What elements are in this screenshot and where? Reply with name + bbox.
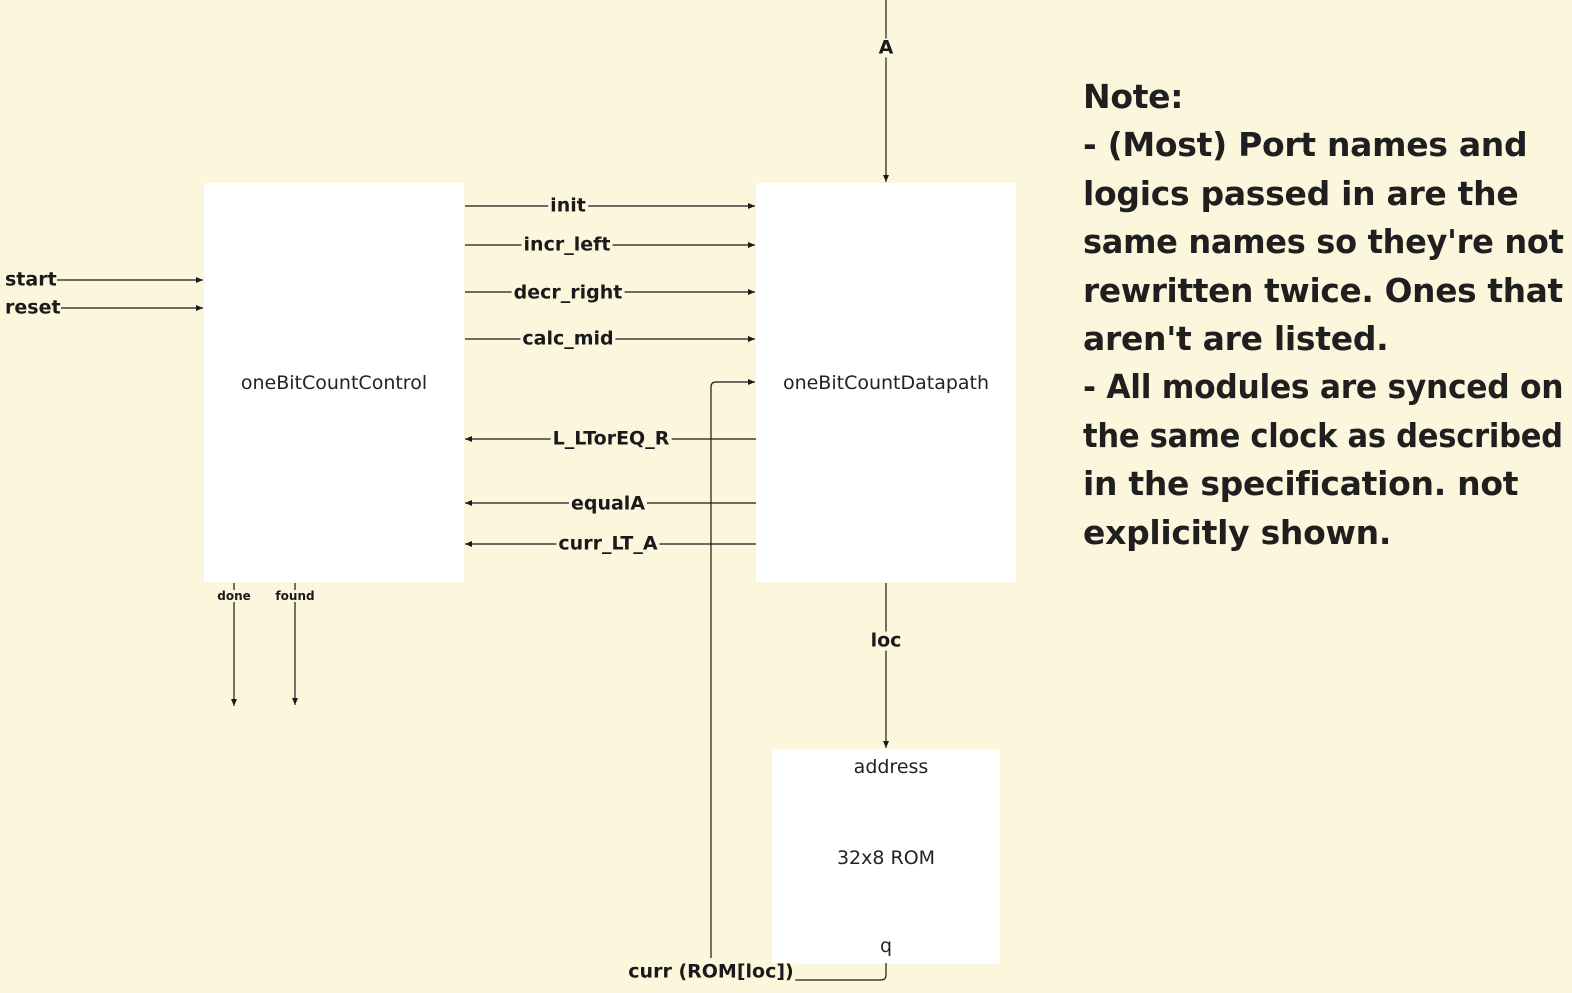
- datapath-title: oneBitCountDatapath: [782, 372, 990, 394]
- signal-start-label: start: [5, 268, 57, 291]
- signal-loc-label: loc: [868, 629, 904, 652]
- note-line: Note:: [1083, 77, 1184, 116]
- signal-decr-right-label: decr_right: [511, 281, 625, 304]
- rom-address-port: address: [853, 756, 929, 778]
- signal-found-label: found: [273, 589, 317, 603]
- note-line: aren't are listed.: [1083, 319, 1389, 359]
- datapath-block[interactable]: [756, 183, 1016, 582]
- note-line: - All modules are synced on: [1083, 367, 1564, 407]
- note-line: rewritten twice. Ones that: [1083, 270, 1563, 310]
- signal-reset-label: reset: [5, 296, 61, 319]
- signal-equala-label: equalA: [568, 492, 648, 515]
- signal-curr-label: curr (ROM[loc]): [626, 960, 796, 983]
- note-line: logics passed in are the: [1083, 173, 1519, 213]
- rom-title: 32x8 ROM: [836, 847, 936, 869]
- signal-calc-mid-label: calc_mid: [520, 327, 616, 350]
- wire-curr: [788, 963, 887, 981]
- note-line: explicitly shown.: [1083, 512, 1392, 552]
- wire-curr-feedback: [710, 379, 755, 958]
- rom-block[interactable]: [772, 749, 1000, 964]
- signal-l-ltoreq-r-label: L_LTorEQ_R: [550, 427, 672, 450]
- signal-a-label: A: [876, 36, 896, 59]
- signal-init-label: init: [548, 194, 588, 217]
- control-title: oneBitCountControl: [240, 372, 428, 394]
- note-text: Note: - (Most) Port names and logics pas…: [1083, 73, 1564, 557]
- control-block[interactable]: [204, 183, 464, 582]
- note-line: same names so they're not: [1083, 222, 1564, 262]
- rom-q-port: q: [879, 935, 893, 957]
- signal-curr-lt-a-label: curr_LT_A: [556, 532, 660, 555]
- note-line: the same clock as described: [1083, 415, 1563, 455]
- signal-done-label: done: [215, 589, 253, 603]
- note-line: in the specification. not: [1083, 464, 1519, 504]
- note-line: - (Most) Port names and: [1083, 125, 1528, 165]
- signal-incr-left-label: incr_left: [521, 233, 613, 256]
